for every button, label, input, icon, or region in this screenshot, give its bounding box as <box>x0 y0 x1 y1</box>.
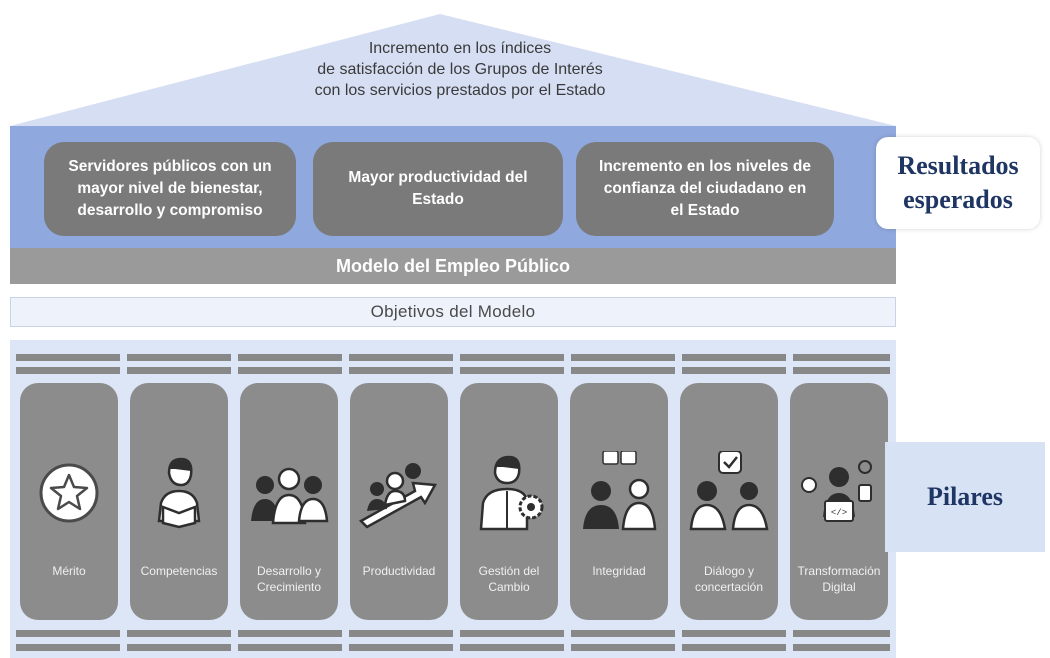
pillar-label-line: Gestión del <box>478 564 540 578</box>
pillar-label: Integridad <box>570 563 668 579</box>
pillar-merito: Mérito <box>20 383 118 620</box>
outcome-line: confianza del ciudadano en <box>603 180 807 197</box>
pillar-label: Transformación Digital <box>790 563 888 595</box>
outcome-line: desarrollo y compromiso <box>77 202 263 219</box>
outcome-line: Incremento en los niveles de <box>599 158 811 175</box>
pillar-label: Diálogo y concertación <box>680 563 778 595</box>
pillar-dialogo: Diálogo y concertación <box>680 383 778 620</box>
bottom-stripe <box>16 630 890 637</box>
group-people-icon <box>251 467 329 525</box>
person-gear-icon <box>479 455 544 531</box>
team-growth-arrow-icon <box>359 463 438 529</box>
pillar-label-line: Mérito <box>52 564 86 578</box>
roof-line: con los servicios prestados por el Estad… <box>314 82 606 99</box>
model-bar: Modelo del Empleo Público <box>10 248 896 284</box>
outcome-line: Servidores públicos con un <box>68 158 272 175</box>
pillar-label-line: Integridad <box>592 564 646 578</box>
star-icon <box>39 463 99 523</box>
pillar-gestion-cambio: Gestión del Cambio <box>460 383 558 620</box>
pillars-label: Pilares <box>885 442 1045 552</box>
person-reading-icon <box>157 457 201 529</box>
pillar-label-line: concertación <box>694 580 764 594</box>
pillar-label-line: Digital <box>822 580 856 594</box>
digital-laptop-icon: </> <box>801 460 872 522</box>
top-stripe <box>16 367 890 374</box>
pillar-transformacion-digital: </> Transformación Digital <box>790 383 888 620</box>
pillar-label: Mérito <box>20 563 118 579</box>
pillar-label-line: Desarrollo y <box>256 564 322 578</box>
people-checkmark-icon <box>689 451 769 531</box>
pillar-label: Productividad <box>350 563 448 579</box>
pillar-label: Gestión del Cambio <box>460 563 558 595</box>
pillar-label: Desarrollo y Crecimiento <box>240 563 338 595</box>
roof-text: Incremento en los índices de satisfacció… <box>250 38 670 101</box>
roof-line: Incremento en los índices <box>368 40 552 57</box>
outcome-box-servidores: Servidores públicos con un mayor nivel d… <box>44 142 296 236</box>
outcome-line: mayor nivel de bienestar, <box>77 180 263 197</box>
pillar-label-line: Competencias <box>140 564 218 578</box>
pillar-integridad: Integridad <box>570 383 668 620</box>
svg-text:</>: </> <box>831 508 847 518</box>
roof <box>10 14 896 126</box>
dialogue-qa-icon <box>583 451 657 531</box>
roof-line: de satisfacción de los Grupos de Interés <box>317 61 603 78</box>
outcome-line: el Estado <box>670 202 740 219</box>
pillar-label-line: Diálogo y <box>703 564 755 578</box>
bottom-stripe <box>16 644 890 651</box>
pillar-desarrollo: Desarrollo y Crecimiento <box>240 383 338 620</box>
results-label: Resultados esperados <box>876 137 1040 229</box>
pillar-label-line: Transformación <box>797 564 881 578</box>
pillar-label-line: Cambio <box>488 580 530 594</box>
pillar-label: Competencias <box>130 563 228 579</box>
outcome-box-confianza: Incremento en los niveles de confianza d… <box>576 142 834 236</box>
results-label-line: Resultados <box>897 151 1019 180</box>
outcome-line: Mayor productividad del <box>348 169 528 186</box>
objectives-bar: Objetivos del Modelo <box>10 297 896 327</box>
pillar-label-line: Crecimiento <box>256 580 322 594</box>
outcome-box-productividad: Mayor productividad del Estado <box>313 142 563 236</box>
pillar-label-line: Productividad <box>362 564 436 578</box>
pillar-productividad: Productividad <box>350 383 448 620</box>
top-stripe <box>16 354 890 361</box>
outcome-line: Estado <box>412 191 464 208</box>
results-label-line: esperados <box>903 185 1013 214</box>
pillar-competencias: Competencias <box>130 383 228 620</box>
